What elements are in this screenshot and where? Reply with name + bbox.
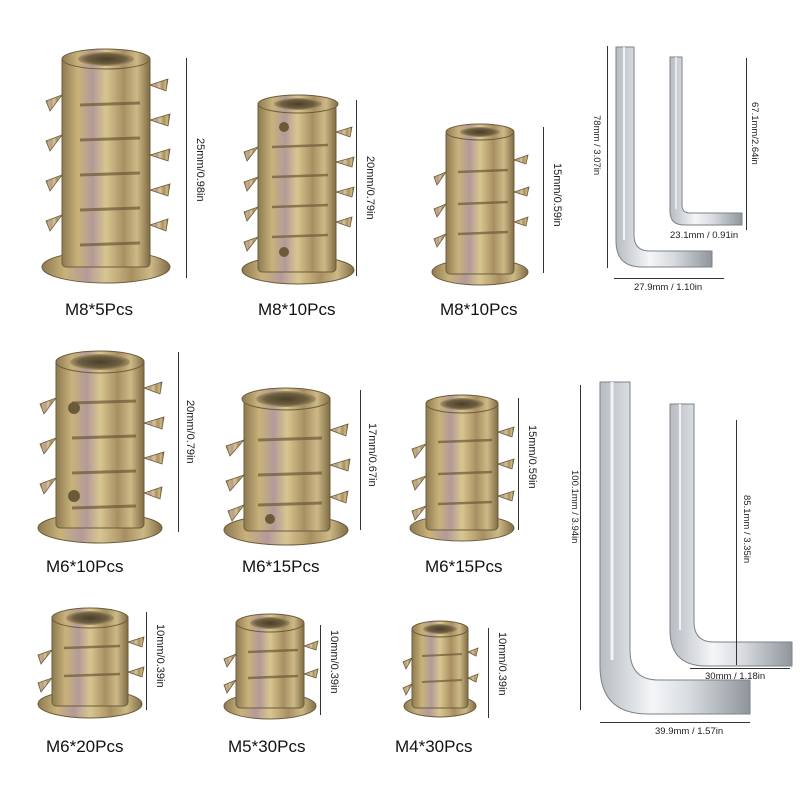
hex-key-large-width: 27.9mm / 1.10in	[634, 282, 703, 293]
insert-image	[402, 620, 479, 718]
insert-dimension: 15mm/0.59in	[526, 425, 538, 489]
insert-image	[41, 48, 171, 284]
hex-key-small-height: 85.1mm / 3.35in	[741, 495, 752, 564]
insert-label: M6*20Pcs	[46, 737, 124, 756]
insert-dimension: 10mm/0.39in	[496, 632, 508, 696]
insert-image	[409, 394, 515, 542]
hex-key-large-height: 100.1mm / 3.94in	[569, 470, 580, 544]
insert-image	[37, 607, 145, 719]
insert-label: M8*10Pcs	[440, 300, 518, 319]
insert-dimension: 25mm/0.98in	[194, 138, 206, 202]
insert-image	[431, 123, 530, 286]
hex-key-large-image	[615, 46, 713, 268]
insert-label: M6*10Pcs	[46, 557, 124, 576]
insert-label: M6*15Pcs	[425, 557, 503, 576]
insert-dimension: 15mm/0.59in	[551, 163, 563, 227]
insert-label: M8*10Pcs	[258, 300, 336, 319]
insert-dimension: 17mm/0.67in	[366, 423, 378, 487]
insert-label: M5*30Pcs	[228, 737, 306, 756]
insert-image	[223, 387, 351, 546]
insert-image	[223, 613, 319, 720]
insert-dimension: 20mm/0.79in	[364, 156, 376, 220]
insert-label: M8*5Pcs	[65, 300, 134, 319]
hex-key-small-width: 30mm / 1.18in	[705, 671, 766, 682]
hex-key-large-width: 39.9mm / 1.57in	[655, 726, 724, 737]
hex-key-large-height: 78mm / 3.07in	[591, 115, 602, 176]
hex-key-small-image	[669, 403, 793, 667]
insert-label: M4*30Pcs	[395, 737, 473, 756]
hex-key-small-width: 23.1mm / 0.91in	[670, 230, 739, 241]
hex-key-small-image	[669, 56, 743, 226]
insert-label: M6*15Pcs	[242, 557, 320, 576]
hex-key-small-height: 67.1mm/2.64in	[749, 102, 760, 165]
insert-dimension: 10mm/0.39in	[328, 630, 340, 694]
hex-key-large-image	[599, 381, 751, 715]
insert-dimension: 10mm/0.39in	[154, 624, 166, 688]
insert-image	[37, 350, 165, 544]
insert-image	[241, 94, 355, 285]
insert-dimension: 20mm/0.79in	[184, 400, 196, 464]
